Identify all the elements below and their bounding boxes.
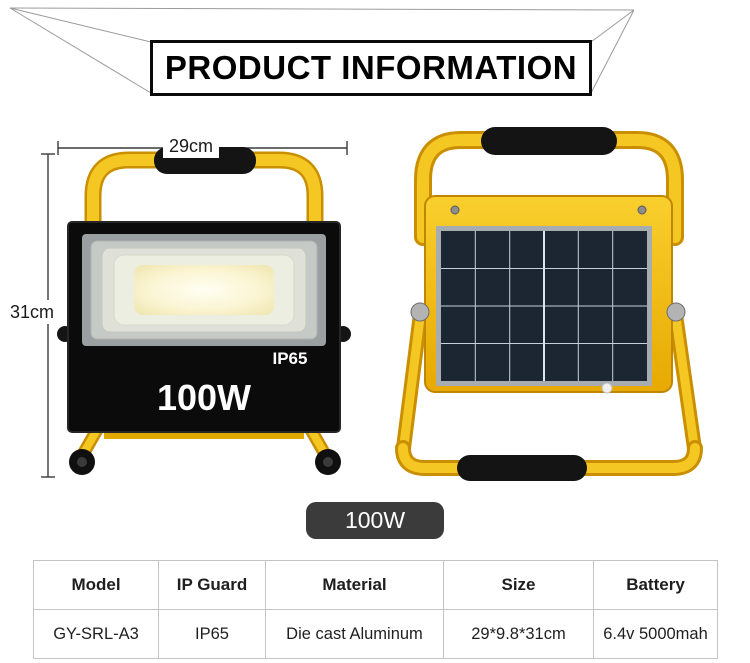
- back-body: [410, 195, 686, 394]
- wattage-badge: 100W: [306, 502, 444, 539]
- spec-table: Model IP Guard Material Size Battery GY-…: [33, 560, 718, 659]
- spec-header-size: Size: [443, 560, 594, 610]
- spec-value-material: Die cast Aluminum: [265, 609, 444, 659]
- back-hinge-knob: [666, 302, 686, 322]
- floodlight-back-image: [395, 127, 703, 481]
- spec-value-ip-guard: IP65: [158, 609, 266, 659]
- back-handle: [414, 127, 684, 246]
- floodlight-front-image: IP65 100W: [57, 147, 351, 475]
- width-dimension-label: 29cm: [163, 134, 220, 158]
- back-hinge-knob: [410, 302, 430, 322]
- back-handle-grip: [481, 127, 617, 155]
- back-screw: [637, 205, 647, 215]
- spec-header-material: Material: [265, 560, 444, 610]
- back-stand: [395, 310, 703, 481]
- spec-header-battery: Battery: [593, 560, 718, 610]
- height-dimension-label: 31cm: [4, 300, 61, 324]
- back-power-button: [601, 382, 613, 394]
- front-ip-rating-label: IP65: [273, 349, 308, 368]
- spec-value-battery: 6.4v 5000mah: [593, 609, 718, 659]
- back-stand-grip: [457, 455, 587, 481]
- spec-header-row: Model IP Guard Material Size Battery: [33, 560, 718, 610]
- spec-header-ip-guard: IP Guard: [158, 560, 266, 610]
- page-title-box: PRODUCT INFORMATION: [150, 40, 592, 96]
- spec-header-model: Model: [33, 560, 159, 610]
- front-stand: [69, 421, 341, 475]
- front-led-glow: [134, 265, 274, 315]
- front-body: IP65 100W: [57, 221, 351, 433]
- front-wattage-label: 100W: [157, 377, 251, 418]
- spec-value-row: GY-SRL-A3 IP65 Die cast Aluminum 29*9.8*…: [33, 609, 718, 659]
- spec-value-model: GY-SRL-A3: [33, 609, 159, 659]
- solar-panel: [436, 226, 652, 386]
- page-title: PRODUCT INFORMATION: [164, 49, 578, 86]
- spec-value-size: 29*9.8*31cm: [443, 609, 594, 659]
- back-screw: [450, 205, 460, 215]
- header-perspective-lines: [9, 7, 635, 94]
